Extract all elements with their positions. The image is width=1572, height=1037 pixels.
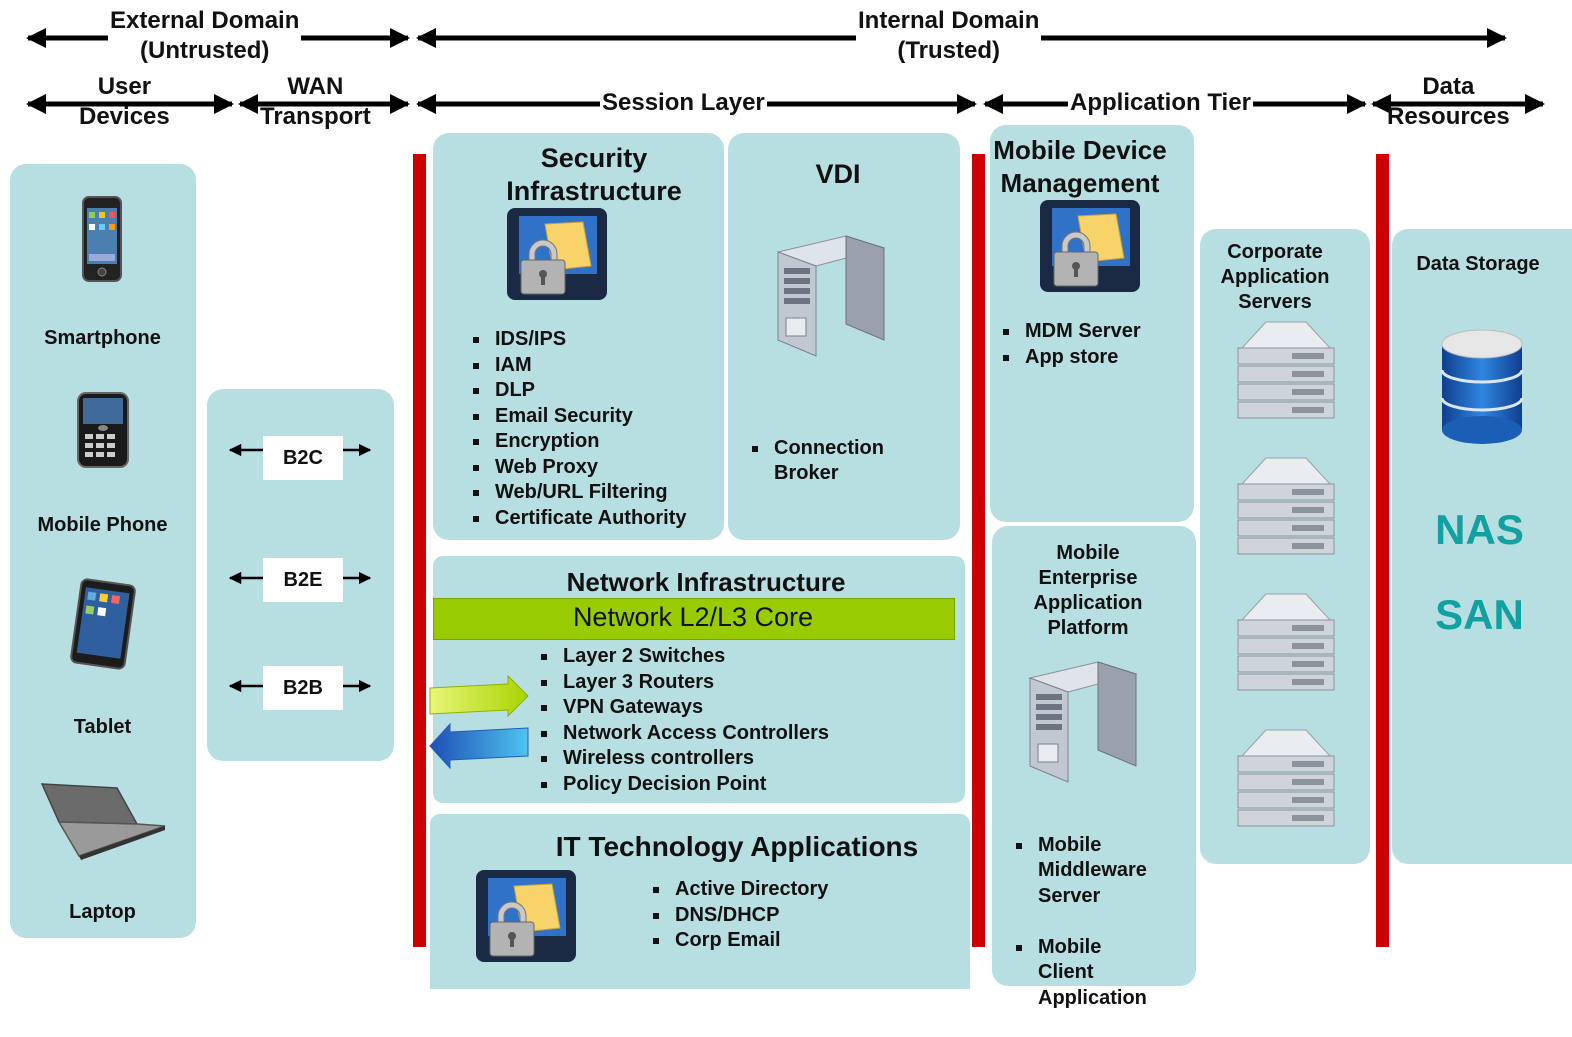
header-application-tier: Application Tier (1068, 88, 1253, 118)
traffic-arrows-icon (429, 674, 529, 770)
vdi-title: VDI (815, 159, 861, 189)
list-item: Web Proxy (473, 455, 687, 481)
mdm-panel (990, 125, 1194, 522)
header-internal-domain: Internal Domain (Trusted) (856, 6, 1042, 66)
it-apps-title: IT Technology Applications (555, 831, 919, 862)
header-external-domain: External Domain (Untrusted) (108, 6, 302, 66)
list-item: DLP (473, 378, 687, 404)
header-data-resources: Data Resources (1387, 73, 1510, 130)
network-core-label: Network L2/L3 Core (572, 602, 814, 632)
security-panel (433, 133, 724, 540)
network-title: Network Infrastructure (566, 567, 846, 597)
header-user-devices: User Devices (79, 73, 170, 130)
security-list: IDS/IPS IAM DLP Email Security Encryptio… (473, 327, 687, 531)
server-tower-icon (776, 235, 886, 357)
list-item: Layer 3 Routers (541, 670, 829, 696)
wan-tag-b2e: B2E (263, 558, 343, 602)
wan-tag-b2c: B2C (263, 436, 343, 480)
vdi-list: Connection Broker (752, 410, 884, 512)
meap-list: Mobile Middleware Server Mobile Client A… (1016, 807, 1147, 1037)
network-core-bar (433, 598, 955, 640)
security-title: Security Infrastructure (506, 143, 682, 206)
list-item: VPN Gateways (541, 695, 829, 721)
list-item: Network Access Controllers (541, 721, 829, 747)
device-label-mobile-phone: Mobile Phone (37, 514, 168, 536)
list-item: IDS/IPS (473, 327, 687, 353)
laptop-icon (40, 783, 166, 860)
rack-server-icon (1237, 457, 1335, 555)
corporate-title: Corporate Application Servers (1220, 241, 1330, 313)
network-panel (433, 556, 965, 803)
list-item: Wireless controllers (541, 746, 829, 772)
san-label: SAN (1435, 591, 1524, 638)
mdm-list: MDM Server App store (1003, 319, 1141, 370)
list-item: Connection Broker (752, 436, 884, 487)
network-list: Layer 2 Switches Layer 3 Routers VPN Gat… (541, 644, 829, 797)
list-item: Mobile Client Application (1016, 935, 1147, 1012)
nas-label: NAS (1435, 506, 1524, 553)
rack-server-icon (1237, 321, 1335, 419)
boundary-bar-data (1376, 154, 1389, 947)
rack-server-icon (1237, 729, 1335, 827)
security-lock-icon (1040, 200, 1140, 292)
header-wan-transport: WAN Transport (260, 73, 371, 130)
device-label-laptop: Laptop (69, 901, 136, 923)
list-item: Encryption (473, 429, 687, 455)
header-session-layer: Session Layer (600, 88, 767, 118)
data-storage-title: Data Storage (1416, 253, 1540, 275)
list-item: Email Security (473, 404, 687, 430)
database-icon (1440, 329, 1524, 444)
device-label-smartphone: Smartphone (44, 327, 161, 349)
vdi-panel (728, 133, 960, 540)
list-item: IAM (473, 353, 687, 379)
boundary-bar-session (413, 154, 426, 947)
list-item: Layer 2 Switches (541, 644, 829, 670)
tablet-icon (70, 578, 136, 670)
list-item: Certificate Authority (473, 506, 687, 532)
list-item: Web/URL Filtering (473, 480, 687, 506)
device-label-tablet: Tablet (73, 716, 132, 738)
list-item: Corp Email (653, 928, 828, 954)
wan-tag-b2b: B2B (263, 666, 343, 710)
security-lock-icon (476, 870, 576, 962)
it-apps-list: Active Directory DNS/DHCP Corp Email (653, 877, 828, 954)
mdm-title: Mobile Device Management (993, 135, 1167, 198)
smartphone-icon (82, 196, 122, 282)
list-item: App store (1003, 345, 1141, 371)
list-item: Policy Decision Point (541, 772, 829, 798)
meap-panel (992, 526, 1196, 986)
boundary-bar-application (972, 154, 985, 947)
list-item: Active Directory (653, 877, 828, 903)
rack-server-icon (1237, 593, 1335, 691)
security-lock-icon (507, 208, 607, 300)
list-item: MDM Server (1003, 319, 1141, 345)
meap-title: Mobile Enterprise Application Platform (1033, 542, 1143, 639)
wan-arrows (228, 443, 372, 693)
mobile-phone-icon (77, 392, 129, 468)
list-item: DNS/DHCP (653, 903, 828, 929)
server-tower-icon (1028, 661, 1138, 783)
list-item: Mobile Middleware Server (1016, 833, 1147, 910)
